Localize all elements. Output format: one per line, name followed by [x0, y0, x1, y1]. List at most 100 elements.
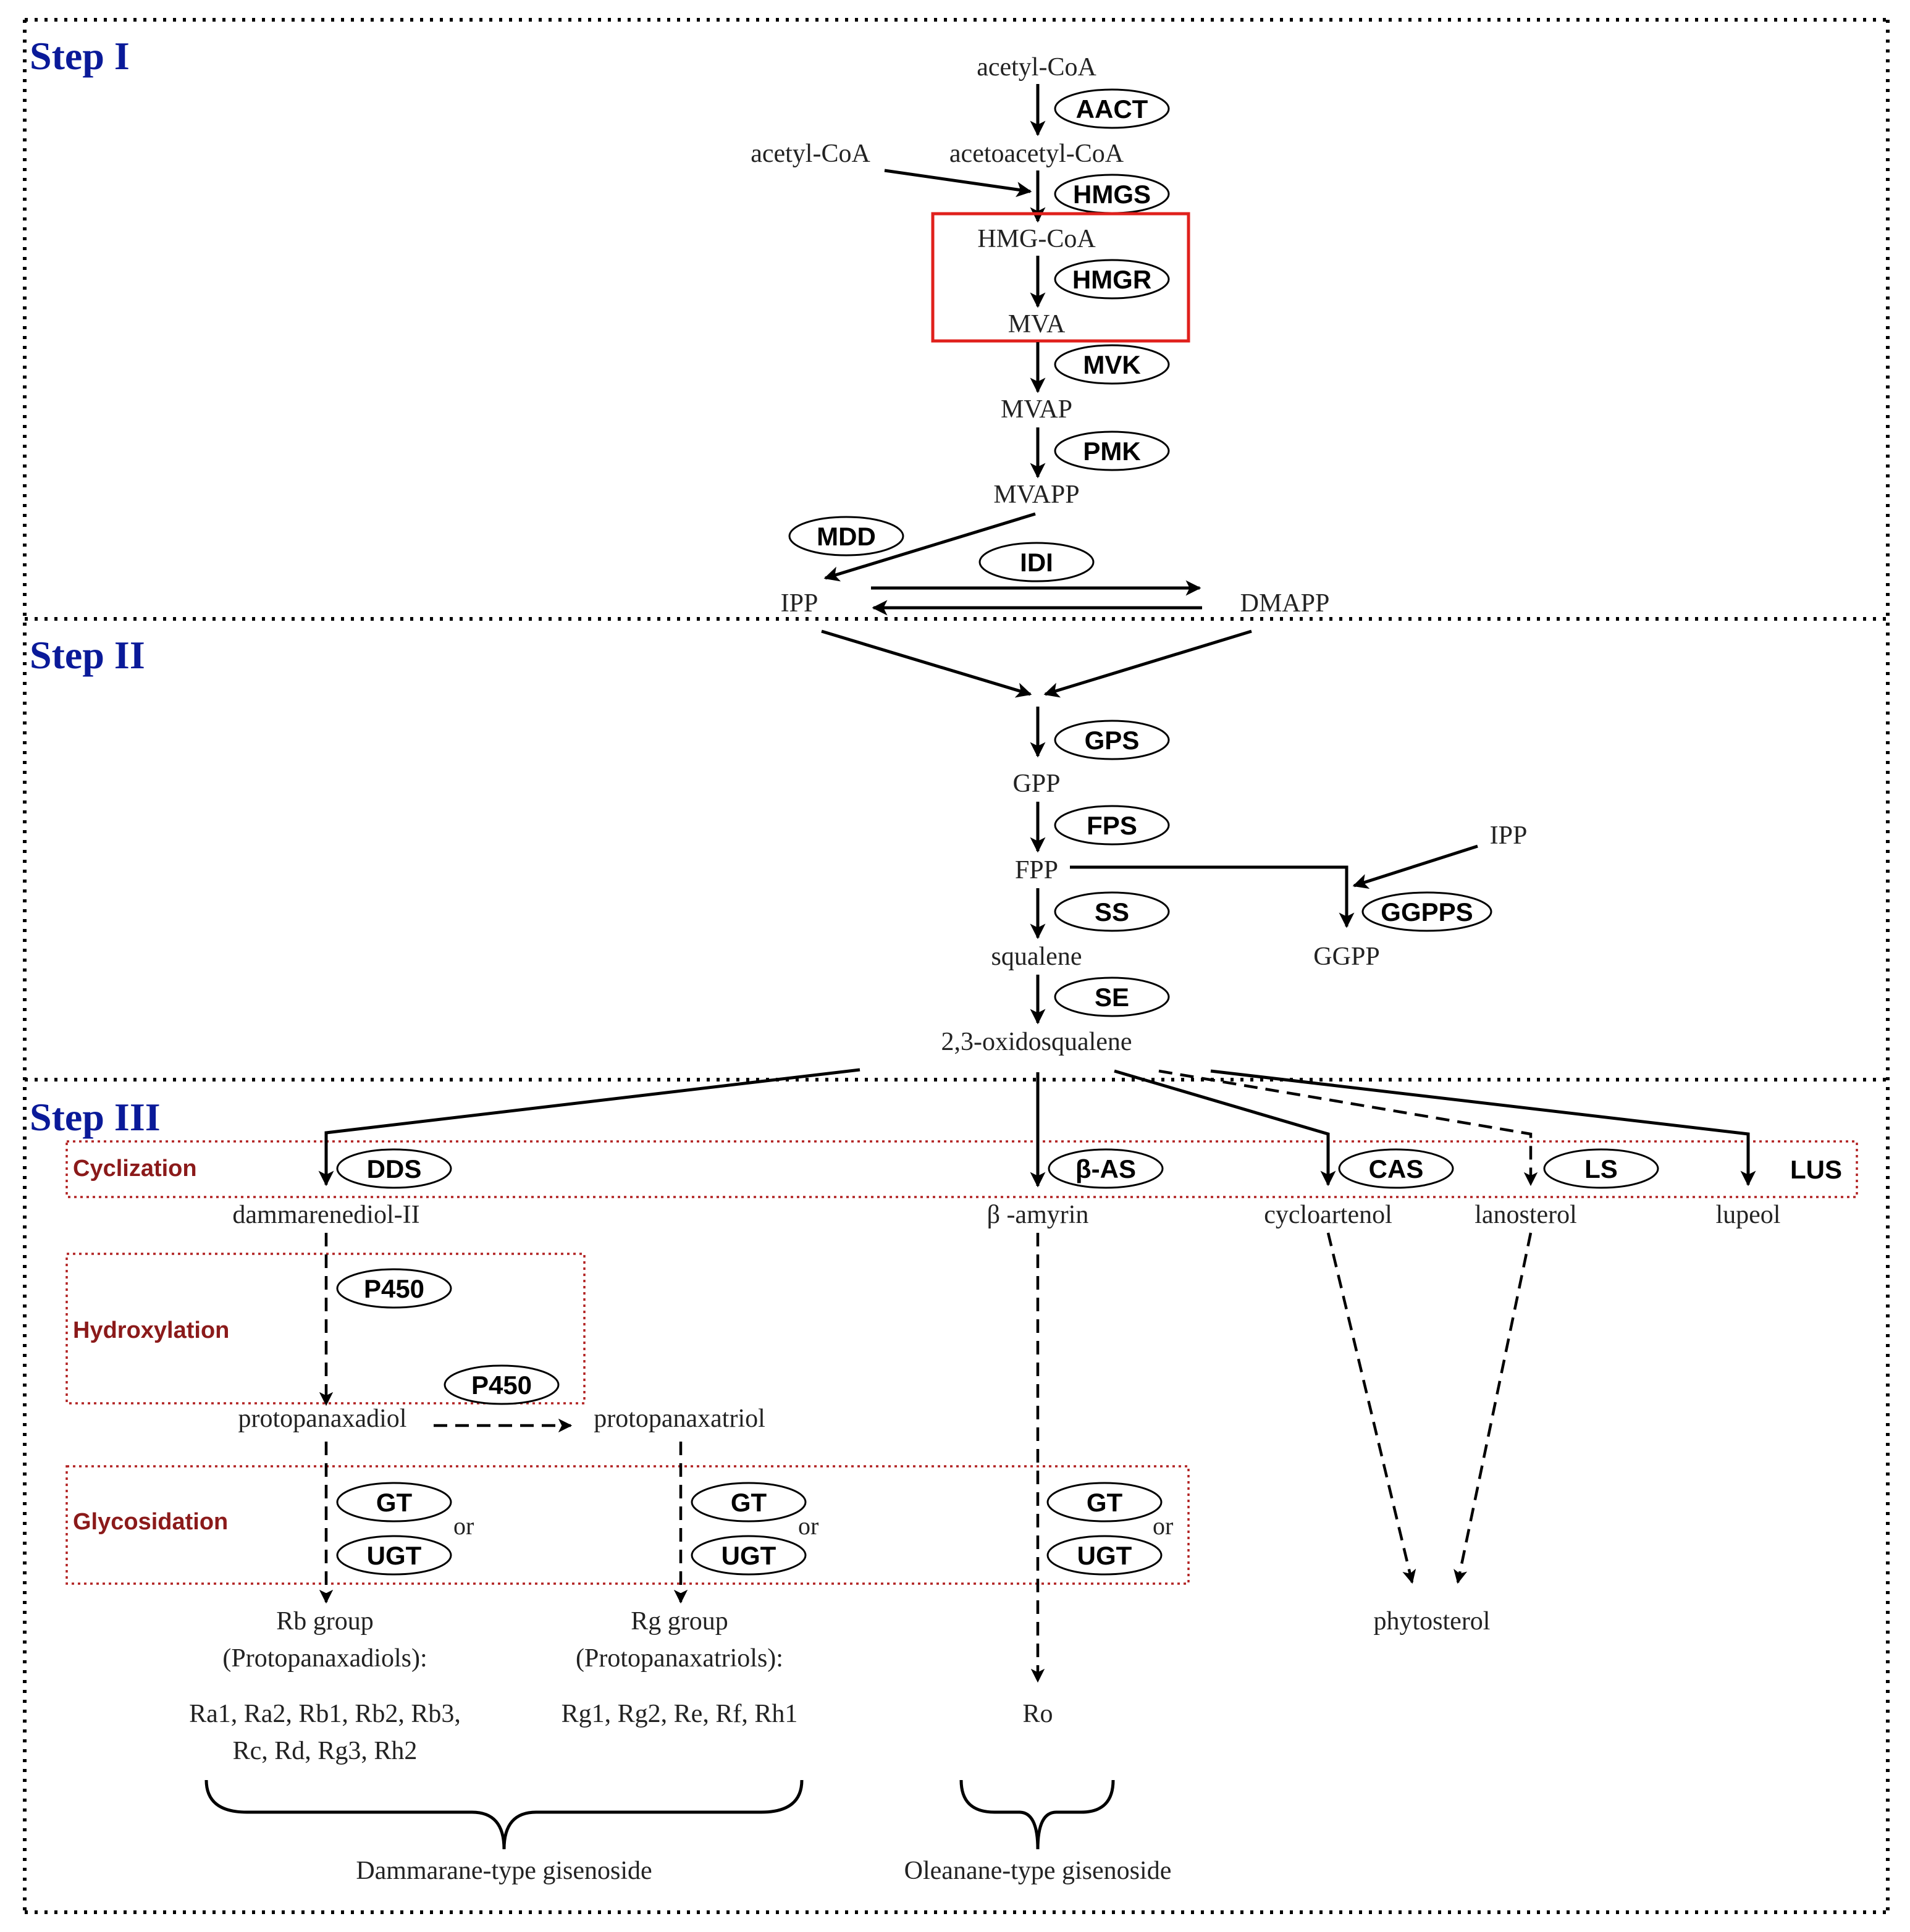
metabolite-hmg-coa: HMG-CoA — [977, 225, 1096, 253]
enzyme-gt-2-ellipse — [691, 1482, 807, 1522]
enzyme-ls-ellipse — [1543, 1148, 1659, 1189]
metabolite-acetyl-coa-side: acetyl-CoA — [751, 140, 870, 168]
enzyme-hmgr-ellipse — [1054, 259, 1170, 300]
metabolite-mva: MVA — [1008, 310, 1066, 338]
enzyme-bas-ellipse — [1048, 1148, 1164, 1189]
enzyme-p450-2-ellipse — [444, 1364, 560, 1405]
arrow-dmapp-merge — [1043, 629, 1252, 698]
metabolite-squalene: squalene — [991, 943, 1082, 971]
enzyme-ugt-2-ellipse — [691, 1535, 807, 1576]
enzyme-dds-ellipse — [336, 1148, 452, 1189]
enzyme-cas: CAS — [1369, 1154, 1424, 1183]
enzyme-ugt-1-ellipse — [336, 1535, 452, 1576]
enzyme-ugt-2: UGT — [722, 1541, 776, 1570]
step-1-label: Step I — [30, 34, 130, 78]
hmgr-highlight-box — [931, 212, 1190, 343]
stage-glycosidation: Glycosidation — [73, 1509, 228, 1535]
metabolite-ggpp: GGPP — [1313, 943, 1379, 971]
metabolite-fpp: FPP — [1015, 856, 1058, 884]
arrow-to-cycloartenol — [1114, 1069, 1336, 1186]
enzyme-hmgs: HMGS — [1073, 180, 1151, 209]
metabolite-protopanaxadiol: protopanaxadiol — [238, 1405, 407, 1433]
arrow-ipp-merge — [821, 629, 1032, 698]
enzyme-cas-ellipse — [1338, 1148, 1454, 1189]
stage-hydroxylation: Hydroxylation — [73, 1317, 229, 1343]
rb-group-subtitle: (Protopanaxadiols): — [222, 1644, 427, 1673]
or-label-1: or — [453, 1512, 474, 1540]
glycosidation-box — [65, 1465, 1190, 1585]
enzyme-pmk: PMK — [1083, 437, 1140, 466]
metabolite-ipp: IPP — [781, 589, 818, 618]
enzyme-dds: DDS — [367, 1154, 422, 1183]
rg-group-subtitle: (Protopanaxatriols): — [576, 1644, 783, 1673]
enzyme-gps-ellipse — [1054, 720, 1170, 760]
metabolite-protopanaxatriol: protopanaxatriol — [594, 1405, 765, 1433]
enzyme-gt-2: GT — [731, 1488, 767, 1517]
enzyme-ggpps: GGPPS — [1381, 897, 1473, 926]
enzyme-se: SE — [1095, 983, 1129, 1012]
metabolite-cycloartenol: cycloartenol — [1264, 1201, 1392, 1229]
arrow-fpp-to-ggpp — [1070, 865, 1355, 928]
oleanane-type-label: Oleanane-type gisenoside — [904, 1857, 1172, 1885]
metabolite-phytosterol: phytosterol — [1374, 1607, 1491, 1636]
arrow-acetyl-side-join — [884, 169, 1032, 198]
enzyme-ls: LS — [1584, 1154, 1618, 1183]
enzyme-ugt-3: UGT — [1077, 1541, 1132, 1570]
metabolite-lupeol: lupeol — [1716, 1201, 1781, 1229]
enzyme-mdd: MDD — [817, 522, 876, 551]
enzyme-pmk-ellipse — [1054, 430, 1170, 471]
metabolite-dammarenediol: dammarenediol-II — [232, 1201, 419, 1229]
enzyme-hmgr: HMGR — [1072, 265, 1151, 294]
enzyme-gt-1: GT — [376, 1488, 413, 1517]
product-ro: Ro — [1022, 1700, 1053, 1728]
enzyme-ggpps-ellipse — [1361, 891, 1492, 932]
enzyme-fps-ellipse — [1054, 805, 1170, 846]
metabolite-acetyl-coa: acetyl-CoA — [977, 53, 1096, 82]
arrow-cycloartenol-to-phytosterol — [1326, 1232, 1416, 1584]
enzyme-gt-1-ellipse — [336, 1482, 452, 1522]
dammarane-type-label: Dammarane-type gisenoside — [356, 1857, 652, 1885]
enzyme-ugt-1: UGT — [367, 1541, 422, 1570]
metabolite-lanosterol: lanosterol — [1475, 1201, 1577, 1229]
stage-cyclization: Cyclization — [73, 1156, 197, 1182]
enzyme-mvk: MVK — [1083, 350, 1140, 379]
metabolite-mvap: MVAP — [1001, 395, 1072, 424]
arrow-to-lupeol — [1210, 1069, 1756, 1186]
step-3-label: Step III — [30, 1095, 161, 1139]
step-frames — [23, 18, 1890, 1914]
enzyme-gps: GPS — [1085, 726, 1140, 755]
arrow-mvapp-to-ipp — [823, 512, 1036, 582]
enzyme-gt-3-ellipse — [1046, 1482, 1163, 1522]
enzyme-ss-ellipse — [1054, 891, 1170, 932]
rb-group-members-1: Ra1, Ra2, Rb1, Rb2, Rb3, — [189, 1700, 461, 1728]
or-label-2: or — [798, 1512, 818, 1540]
arrow-lanosterol-to-phytosterol — [1454, 1232, 1533, 1584]
enzyme-gt-3: GT — [1087, 1488, 1123, 1517]
rg-group-members: Rg1, Rg2, Re, Rf, Rh1 — [562, 1700, 798, 1728]
enzyme-bas: β-AS — [1075, 1154, 1136, 1183]
enzyme-se-ellipse — [1054, 976, 1170, 1017]
enzyme-aact-ellipse — [1054, 88, 1170, 129]
enzyme-p450-1-ellipse — [336, 1268, 452, 1309]
enzyme-p450-2: P450 — [471, 1371, 532, 1400]
metabolite-dmapp: DMAPP — [1240, 589, 1330, 618]
rb-group-members-2: Rc, Rd, Rg3, Rh2 — [233, 1737, 418, 1765]
enzyme-ss: SS — [1095, 897, 1129, 926]
arrow-to-lanosterol — [1158, 1069, 1538, 1186]
oleanane-brace — [959, 1779, 1115, 1850]
enzyme-ugt-3-ellipse — [1046, 1535, 1163, 1576]
metabolite-gpp: GPP — [1012, 770, 1060, 798]
metabolite-oxidosqualene: 2,3-oxidosqualene — [941, 1028, 1132, 1056]
metabolite-acetoacetyl-coa: acetoacetyl-CoA — [949, 140, 1124, 168]
rg-group-title: Rg group — [631, 1607, 728, 1636]
metabolite-ipp-side: IPP — [1490, 821, 1528, 850]
arrow-to-dammarenediol — [318, 1068, 860, 1186]
enzyme-idi-ellipse — [978, 542, 1095, 582]
rb-group-title: Rb group — [276, 1607, 374, 1636]
enzyme-idi: IDI — [1020, 548, 1053, 577]
cyclization-box — [65, 1140, 1858, 1198]
enzyme-aact: AACT — [1076, 94, 1148, 124]
enzyme-mdd-ellipse — [788, 516, 904, 556]
dammarane-brace — [204, 1779, 804, 1850]
